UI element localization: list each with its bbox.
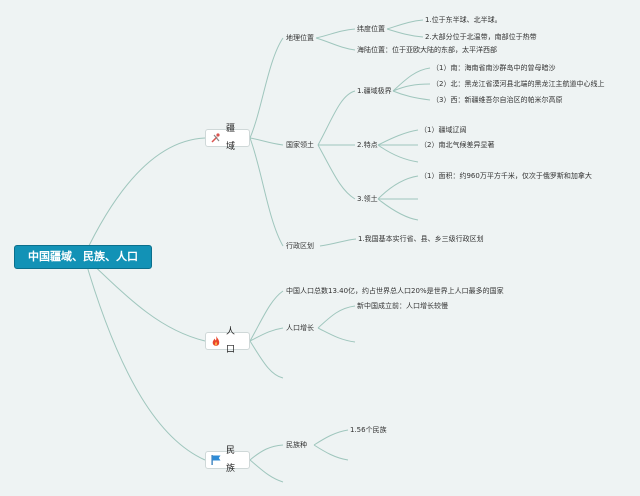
category-territory[interactable]: 疆域 (205, 124, 250, 152)
category-ethnic[interactable]: 民族 (205, 446, 250, 474)
category-population-label: 人口 (226, 327, 236, 355)
node-population-growth[interactable]: 人口增长 (286, 324, 314, 332)
node-land-area[interactable]: （1）面积：约960万平方千米，仅次于俄罗斯和加拿大 (420, 172, 592, 180)
node-geo-location[interactable]: 地理位置 (286, 34, 314, 42)
node-latlon-item-1[interactable]: 1.位于东半球、北半球。 (425, 16, 502, 24)
node-feature-2[interactable]: （2）南北气候差异显著 (420, 141, 495, 149)
node-territory-land[interactable]: 国家领土 (286, 141, 314, 149)
node-features[interactable]: 2.特点 (357, 141, 378, 149)
flag-icon (210, 454, 222, 466)
root-topic[interactable]: 中国疆域、民族、人口 (14, 245, 152, 269)
flame-icon (210, 335, 222, 347)
node-extreme-south[interactable]: （1）南：海南省南沙群岛中的曾母暗沙 (432, 64, 556, 72)
node-growth-item[interactable]: 新中国成立前：人口增长较慢 (357, 302, 448, 310)
node-feature-1[interactable]: （1）疆域辽阔 (420, 126, 467, 134)
node-population-total[interactable]: 中国人口总数13.40亿，约占世界总人口20%是世界上人口最多的国家 (286, 287, 504, 295)
tools-icon (210, 132, 222, 144)
category-territory-label: 疆域 (226, 124, 236, 152)
node-ethnic-item[interactable]: 1.56个民族 (350, 426, 387, 434)
node-latlon-item-2[interactable]: 2.大部分位于北温带，南部位于热带 (425, 33, 537, 41)
category-ethnic-label: 民族 (226, 446, 236, 474)
node-sea-land[interactable]: 海陆位置：位于亚欧大陆的东部，太平洋西部 (357, 46, 497, 54)
node-latlon[interactable]: 纬度位置 (357, 25, 385, 33)
node-admin[interactable]: 行政区划 (286, 242, 314, 250)
node-ethnic-groups[interactable]: 民族种 (286, 441, 307, 449)
node-extreme-west[interactable]: （3）西：新疆维吾尔自治区的帕米尔高原 (432, 96, 563, 104)
node-admin-item[interactable]: 1.我国基本实行省、县、乡三级行政区划 (358, 235, 484, 243)
node-land[interactable]: 3.领土 (357, 195, 378, 203)
node-extremes[interactable]: 1.疆域极界 (357, 87, 392, 95)
category-population[interactable]: 人口 (205, 327, 250, 355)
node-extreme-north[interactable]: （2）北：黑龙江省漠河县北端的黑龙江主航道中心线上 (432, 80, 605, 88)
